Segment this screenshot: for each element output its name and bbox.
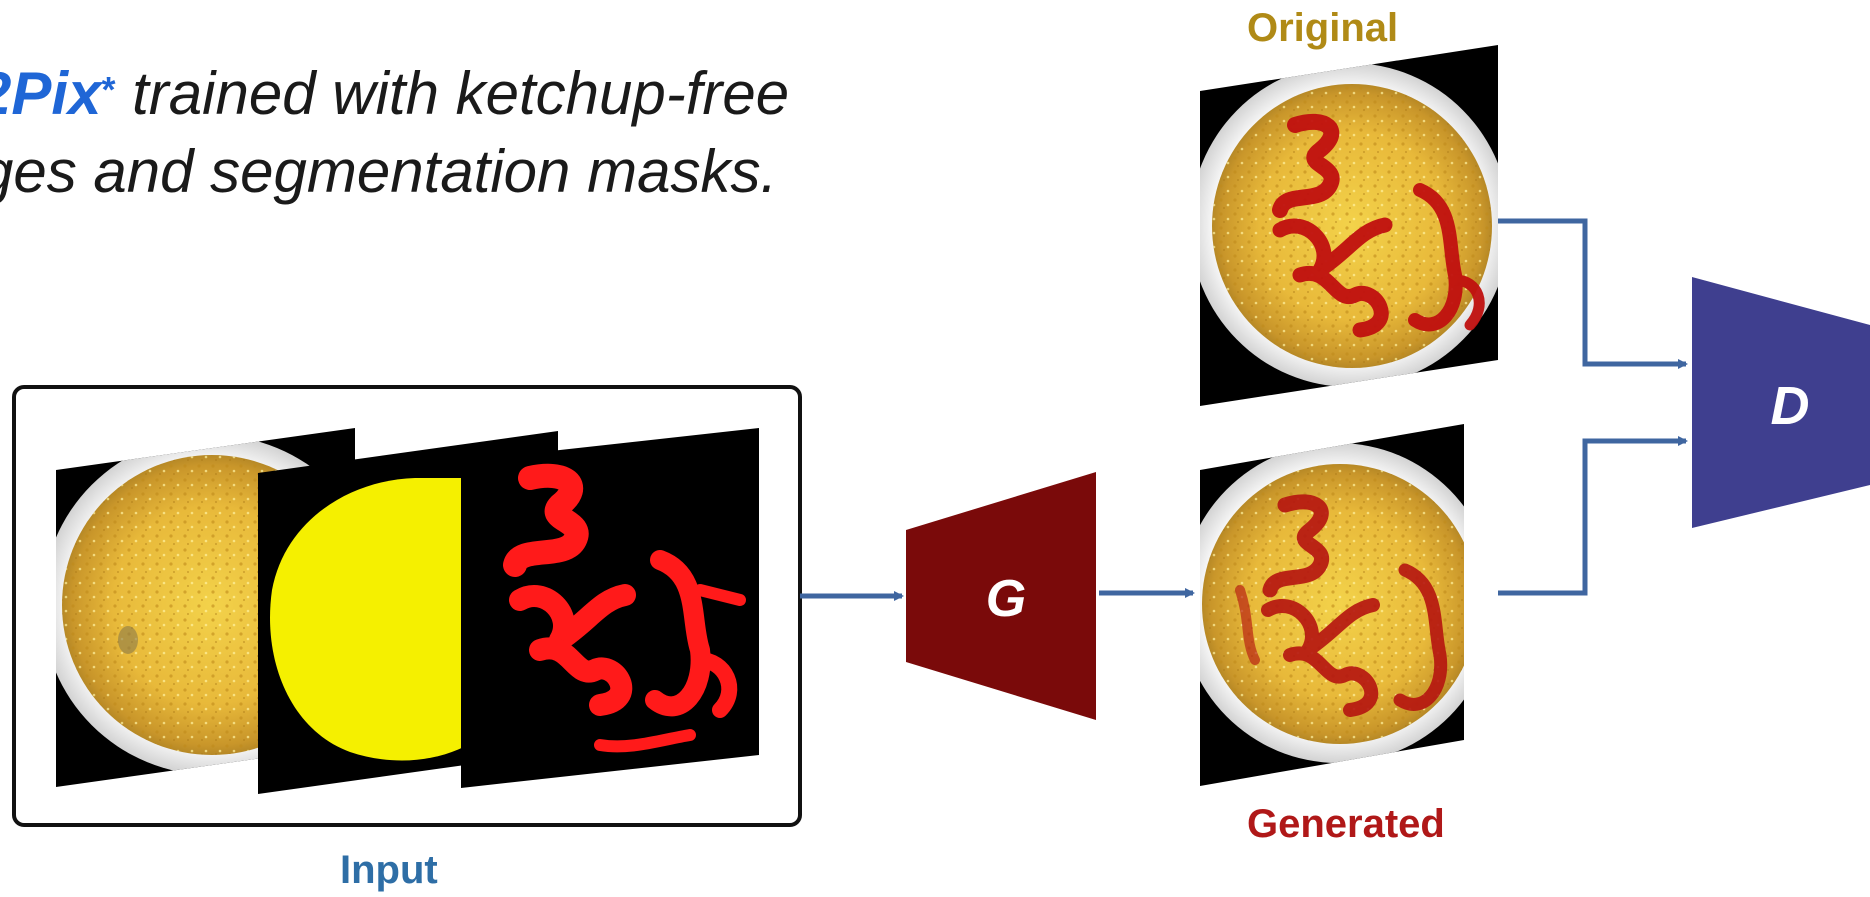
caption-line-1-text: trained with ketchup-free [115,60,790,127]
generator-label: G [986,570,1026,628]
caption-highlight: 2Pix [0,60,102,127]
generated-label: Generated [1247,802,1445,846]
arrows [800,218,1688,601]
input-label: Input [340,848,438,892]
caption-line-1: 2Pix* trained with ketchup-free [0,55,789,133]
caption-line-2: ges and segmentation masks. [0,138,778,205]
input-ketchup-mask-panel [461,428,759,788]
discriminator-label: D [1771,376,1810,436]
arrow-generated-to-d [1498,436,1688,596]
input-group [12,385,802,827]
generator-block: G [906,472,1096,720]
caption-asterisk: * [101,69,116,110]
generated-image [1200,424,1464,786]
discriminator-block: D [1692,277,1870,528]
arrow-original-to-d [1498,218,1688,369]
original-image [1200,45,1498,406]
original-label: Original [1247,6,1399,50]
